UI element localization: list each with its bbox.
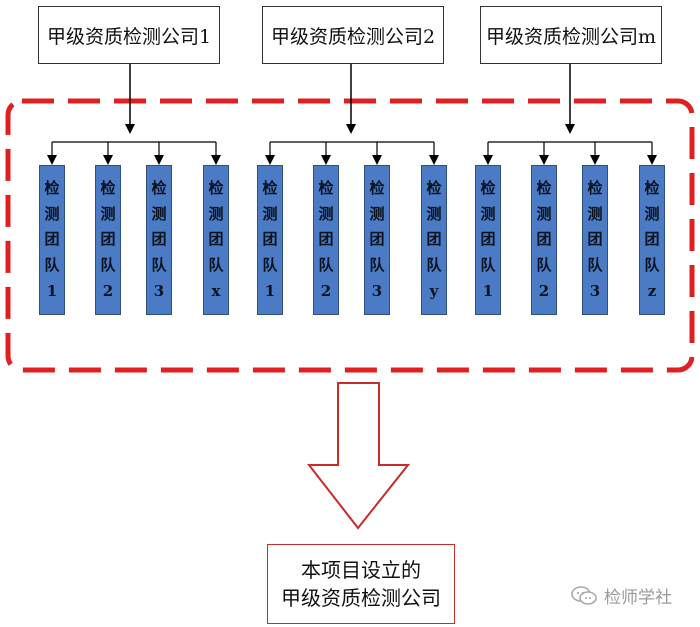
team-number: y <box>429 282 439 301</box>
team-number: 3 <box>589 282 601 301</box>
team-number: 2 <box>320 282 332 301</box>
team-number: 1 <box>264 282 276 301</box>
result-box: 本项目设立的 甲级资质检测公司 <box>267 544 455 624</box>
team-number: 3 <box>371 282 383 301</box>
team-number: z <box>647 282 657 301</box>
company-box-m: 甲级资质检测公司m <box>480 6 662 64</box>
chat-bubble-icon <box>570 585 598 607</box>
team-number: 2 <box>538 282 550 301</box>
team-number: x <box>211 282 221 301</box>
watermark: 检师学社 <box>570 583 672 608</box>
company-label: 甲级资质检测公司1 <box>46 25 212 48</box>
team-number: 2 <box>102 282 114 301</box>
company-label: 甲级资质检测公司2 <box>270 25 436 48</box>
dashed-region <box>5 98 695 373</box>
company-box-2: 甲级资质检测公司2 <box>262 6 444 64</box>
company-label: 甲级资质检测公司m <box>485 25 657 48</box>
result-line-2: 甲级资质检测公司 <box>281 586 441 610</box>
team-number: 1 <box>482 282 494 301</box>
team-number: 3 <box>153 282 165 301</box>
watermark-text: 检师学社 <box>604 588 672 608</box>
team-number: 1 <box>46 282 58 301</box>
big-down-arrow <box>306 382 411 530</box>
result-line-1: 本项目设立的 <box>301 558 421 582</box>
company-box-1: 甲级资质检测公司1 <box>38 6 220 64</box>
